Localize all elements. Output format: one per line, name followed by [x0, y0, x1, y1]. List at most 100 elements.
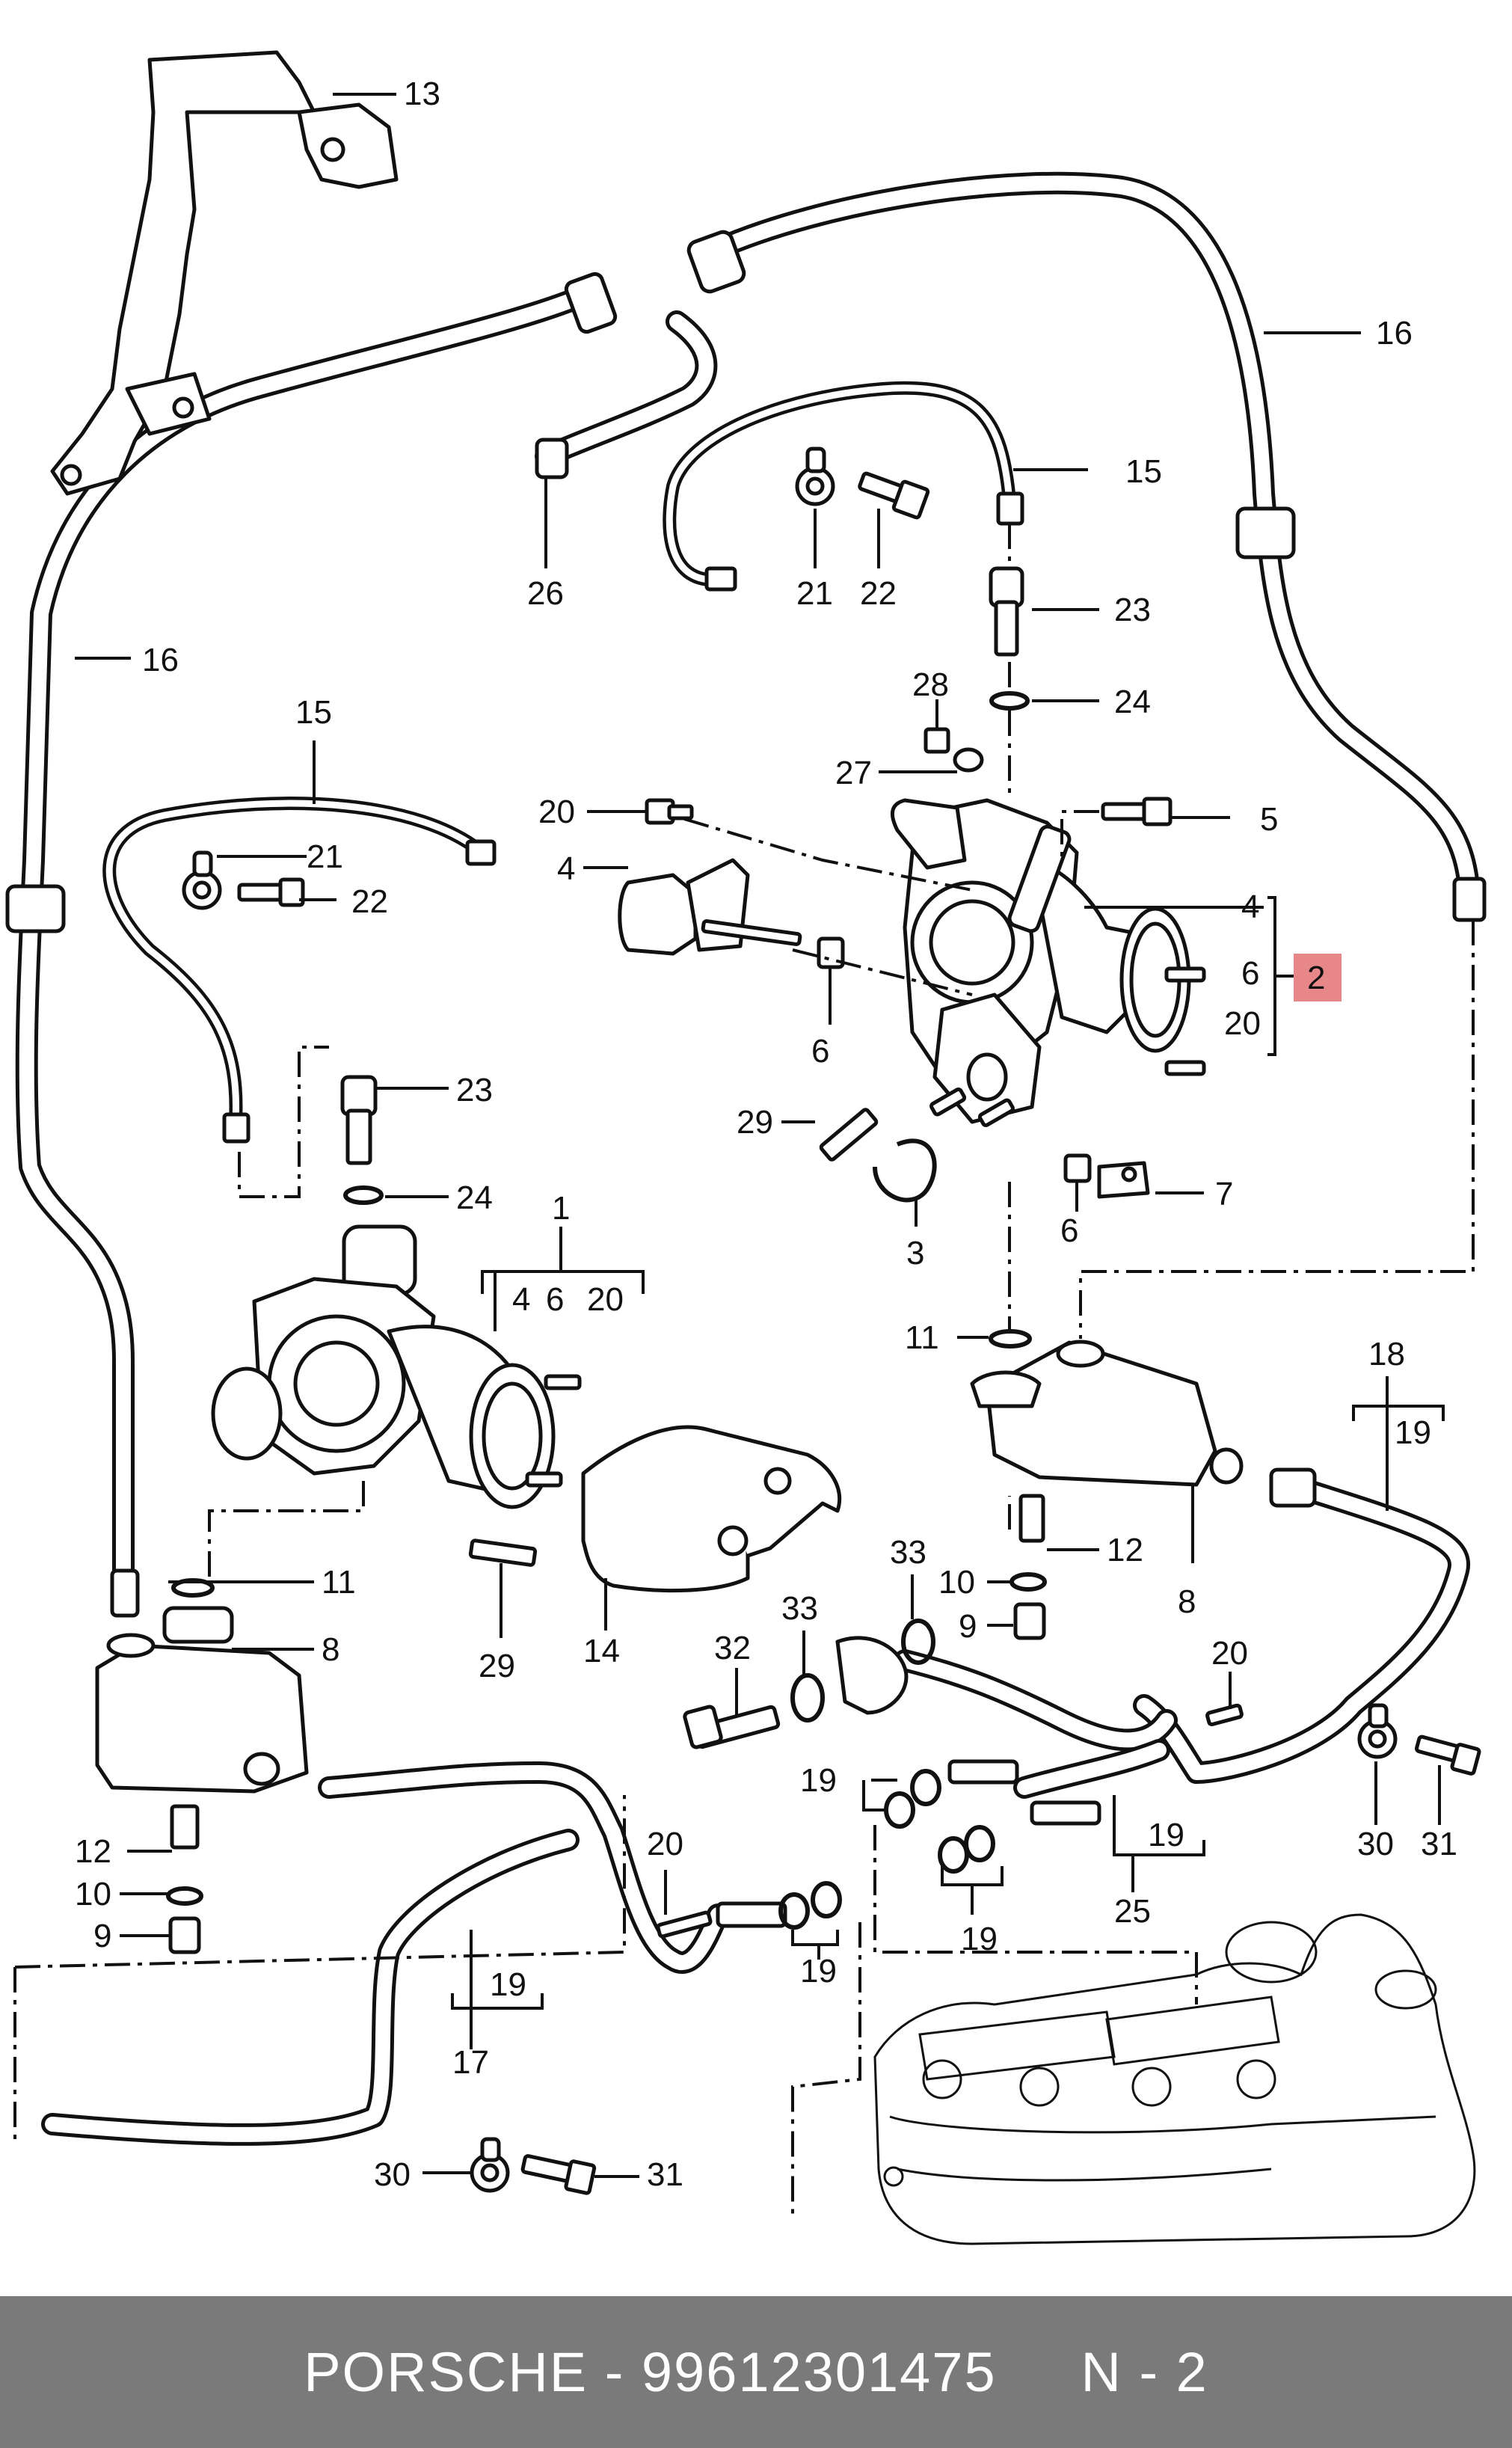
bolt-20-small	[1205, 1703, 1244, 1727]
oil-line-15-upper	[663, 381, 1024, 592]
engine-block-outline	[873, 1913, 1476, 2245]
spacer	[997, 2341, 1081, 2403]
callout-label: 20	[587, 1281, 624, 1318]
callout-label: 17	[452, 2044, 489, 2081]
callout-label: 5	[1260, 801, 1278, 838]
callout-label: 4	[557, 850, 575, 887]
clamp-21-upper	[795, 447, 835, 506]
callout-label: 12	[1107, 1532, 1143, 1568]
callout-label: 20	[538, 794, 575, 830]
footer-text: PORSCHE - 99612301475 N - 2	[304, 2340, 1208, 2404]
hose-26	[535, 310, 718, 479]
turbocharger-lower	[211, 1224, 582, 1509]
pipe-17	[41, 1761, 729, 2146]
callout-label: 6	[546, 1281, 564, 1318]
wastegate-actuator-4-upper	[618, 858, 802, 956]
callout-label: 31	[1421, 1826, 1457, 1862]
fittings-left	[166, 1578, 215, 1954]
highlight-box	[1294, 954, 1342, 1001]
callout-label: 4	[512, 1281, 530, 1318]
callout-labels: 13 16 16 15 15 26 21 22 21 22 23 24 23 2…	[75, 76, 1457, 2193]
assembly-lines	[13, 524, 1475, 2214]
callout-label: 15	[295, 694, 332, 731]
seal-24-upper	[989, 691, 1030, 711]
footer-bar: PORSCHE - 99612301475 N - 2	[0, 2296, 1512, 2448]
callout-label: 3	[906, 1235, 924, 1271]
stud-29-upper	[819, 1108, 879, 1162]
banjo-bolt-23-lower	[340, 1075, 378, 1165]
callout-label: 11	[905, 1319, 939, 1356]
page-code: N - 2	[1081, 2341, 1208, 2403]
callout-label: 18	[1368, 1336, 1405, 1372]
callout-label: 21	[796, 575, 833, 612]
callout-label: 6	[1060, 1212, 1078, 1249]
callout-label: 32	[714, 1630, 751, 1666]
callout-label: 33	[890, 1534, 926, 1571]
callout-label: 30	[1357, 1826, 1394, 1862]
separator: -	[588, 2341, 642, 2403]
brand-name: PORSCHE	[304, 2341, 588, 2403]
callout-label: 20	[1224, 1005, 1261, 1042]
callout-label: 8	[1178, 1583, 1196, 1620]
pipe-18	[1133, 1467, 1470, 1784]
callout-label: 27	[835, 755, 872, 791]
callout-label: 10	[938, 1564, 975, 1601]
nut-28	[924, 727, 950, 754]
callout-label: 6	[811, 1033, 829, 1070]
callout-label: 19	[961, 1921, 998, 1957]
bolt-5	[1101, 797, 1173, 826]
washer-33-left	[790, 1673, 825, 1723]
callout-label: 7	[1215, 1176, 1233, 1212]
callout-label: 20	[647, 1826, 683, 1862]
callout-label: 29	[479, 1648, 515, 1684]
callout-label: 10	[75, 1876, 111, 1912]
callout-label: 22	[860, 575, 897, 612]
callout-label: 14	[583, 1633, 620, 1669]
washer-27	[953, 747, 984, 773]
pipe-16-right	[686, 171, 1487, 922]
callout-label: 28	[912, 666, 949, 703]
callout-label: 19	[490, 1966, 526, 2003]
callout-label: 1	[552, 1190, 570, 1227]
seal-24-lower	[343, 1185, 384, 1205]
callout-leaders	[75, 93, 1445, 2178]
fittings-19-upper	[884, 1759, 1101, 1874]
clamp-30-right	[1357, 1703, 1398, 1759]
callout-label: 26	[527, 575, 564, 612]
callout-label: 4	[1241, 889, 1259, 925]
bracket-7	[1097, 1161, 1150, 1199]
callout-label: 31	[647, 2156, 683, 2193]
parts-diagram: 13 16 16 15 15 26 21 22 21 22 23 24 23 2…	[5, 50, 1487, 2245]
fittings-19-lower	[656, 1881, 842, 1939]
callout-label: 16	[142, 642, 179, 678]
callout-label: 23	[1114, 592, 1151, 628]
callout-label: 6	[1241, 955, 1259, 992]
callout-label: 19	[800, 1762, 837, 1799]
callout-label: 29	[737, 1104, 773, 1141]
clamp-30-bottom	[470, 2137, 510, 2193]
oil-pump-8-right	[970, 1340, 1244, 1487]
banjo-fitting	[835, 1636, 909, 1715]
callout-label: 13	[404, 76, 440, 112]
bolt-22-lower	[237, 877, 305, 907]
oil-line-15-lower	[102, 797, 497, 1144]
banjo-bolt-23-upper	[989, 566, 1024, 657]
callout-label: 15	[1125, 453, 1162, 490]
callout-label: 24	[456, 1179, 493, 1216]
nut-6-lower	[1063, 1153, 1092, 1183]
callout-label: 16	[1376, 315, 1413, 352]
bolt-31-right	[1415, 1734, 1481, 1776]
callout-label: 11	[322, 1564, 356, 1601]
bolt-22-upper	[858, 471, 930, 520]
callout-label: 23	[456, 1072, 493, 1108]
bolt-31-bottom	[520, 2154, 597, 2195]
bracket-13	[50, 50, 399, 496]
bolt-32	[683, 1705, 781, 1749]
pipe-16-left	[5, 272, 618, 1618]
callout-label: 8	[322, 1631, 339, 1668]
heat-shield-14	[581, 1425, 842, 1593]
callout-label: 19	[1395, 1414, 1431, 1451]
callout-label: 33	[781, 1590, 818, 1627]
callout-label: 30	[374, 2156, 411, 2193]
oil-pump-8-left	[95, 1606, 309, 1794]
